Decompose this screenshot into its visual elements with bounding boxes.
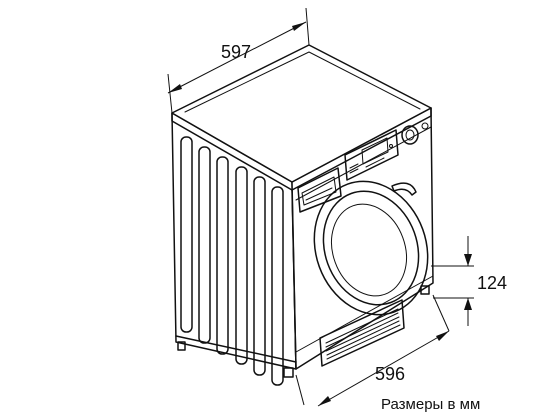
side-ribs xyxy=(180,136,284,386)
width-dimension: 596 xyxy=(295,294,450,407)
display-panel xyxy=(344,129,399,181)
machine-feet xyxy=(177,285,430,378)
depth-dimension: 597 xyxy=(167,7,310,114)
plinth-dimension: 124 xyxy=(431,236,507,326)
plinth-value: 124 xyxy=(477,273,507,293)
ventilation-grille xyxy=(319,299,405,367)
porthole-door-icon xyxy=(313,180,429,316)
washing-machine-icon xyxy=(171,44,434,386)
detergent-drawer-icon xyxy=(297,167,342,213)
width-value: 596 xyxy=(375,364,405,384)
program-knob-icon xyxy=(401,122,429,145)
depth-value: 597 xyxy=(221,42,251,62)
units-caption: Размеры в мм xyxy=(381,396,481,413)
